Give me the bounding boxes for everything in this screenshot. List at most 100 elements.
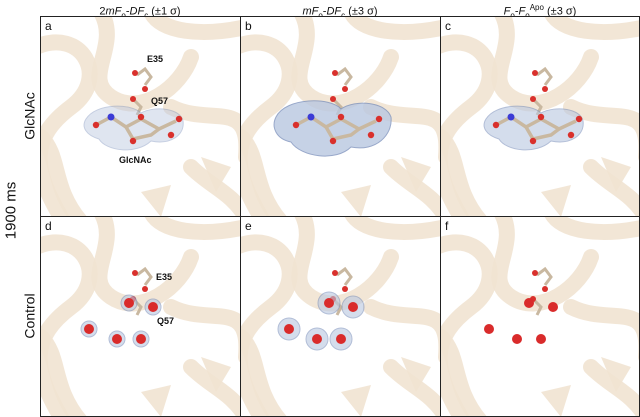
oxygen-atom [342,286,348,292]
protein-ribbon [291,17,399,112]
beta-strand-arrow [541,185,571,216]
oxygen-atom [530,96,536,102]
water-molecule [124,298,134,308]
residue-q57 [531,297,543,316]
beta-strand-arrow [341,185,371,216]
oxygen-atom [142,86,148,92]
oxygen-atom [129,137,137,145]
oxygen-atom [542,286,548,292]
protein-ribbon [363,299,440,363]
residue-e35 [336,266,353,286]
beta-strand-arrow [541,385,571,416]
oxygen-atom [575,115,583,123]
oxygen-atom [132,270,138,276]
panel-letter: f [445,219,449,233]
beta-strand-arrow [401,157,431,192]
panel-c: c [440,16,640,217]
oxygen-atom [537,113,545,121]
beta-strand-arrow [601,357,631,392]
residue-e35 [336,66,353,86]
protein-ribbon [491,217,599,312]
beta-strand-arrow [341,385,371,416]
nitrogen-atom [507,113,515,121]
water-molecule [84,324,94,334]
oxygen-atom [137,113,145,121]
residue-e35 [136,266,153,286]
protein-ribbon [241,34,298,216]
electron-density [273,100,392,157]
water-molecule [536,334,546,344]
protein-ribbon [344,17,440,40]
protein-ribbon [144,217,240,240]
water-molecule [348,302,358,312]
protein-ribbon [241,129,287,216]
beta-strand-arrow [201,357,231,392]
oxygen-atom [532,270,538,276]
label-q57: Q57 [157,316,175,326]
oxygen-atom [337,113,345,121]
protein-ribbon [144,17,240,40]
protein-ribbon [441,234,498,416]
panel-d: d E35 Q57 [40,216,241,417]
residue-q57 [131,97,143,116]
protein-ribbon [183,159,240,216]
water-molecule [524,298,534,308]
ligand-ring [324,126,361,141]
protein-ribbon [91,17,199,112]
oxygen-atom [532,70,538,76]
row-label-control: Control [22,293,39,339]
protein-ribbon [183,359,240,416]
oxygen-atom [330,96,336,102]
panel-e: e [240,216,441,417]
water-molecule [284,324,294,334]
protein-ribbon [41,34,98,216]
panel-letter: a [45,19,52,33]
protein-ribbon [241,234,298,416]
panel-c-structure [441,17,639,216]
protein-ribbon [441,34,498,216]
row-label-glcnac: GlcNAc [22,92,39,140]
label-e35: E35 [156,272,173,282]
protein-ribbon [563,99,639,161]
panel-a-structure [41,17,240,216]
panel-b-structure [241,17,440,216]
panel-e-structure [241,217,440,416]
panel-letter: e [245,219,252,233]
oxygen-atom [529,137,537,145]
oxygen-atom [332,70,338,76]
beta-strand-arrow [141,185,171,216]
water-molecule [136,334,146,344]
water-molecule [336,334,346,344]
protein-ribbon [583,159,639,216]
protein-ribbon [383,359,440,416]
protein-ribbon [41,129,87,216]
oxygen-atom [167,131,175,139]
beta-strand-arrow [401,357,431,392]
residue-e35 [136,66,153,86]
protein-ribbon [163,99,240,163]
panel-letter: d [45,219,52,233]
protein-ribbon [41,234,98,416]
water-molecule [484,324,494,334]
panel-f-structure [441,217,639,416]
protein-ribbon [241,329,287,416]
oxygen-atom [332,270,338,276]
protein-ribbon [383,159,440,216]
water-molecule [312,334,322,344]
oxygen-atom [92,121,100,129]
oxygen-atom [542,86,548,92]
nitrogen-atom [307,113,315,121]
label-glcnac: GlcNAc [119,155,152,165]
panel-b: b [240,16,441,217]
residue-e35 [536,66,553,86]
oxygen-atom [292,121,300,129]
nitrogen-atom [107,113,115,121]
oxygen-atom [567,131,575,139]
water-molecule [324,298,334,308]
oxygen-atom [132,70,138,76]
water-molecule [112,334,122,344]
oxygen-atom [342,86,348,92]
protein-ribbon [544,17,639,40]
panel-a: a E35 Q57 GlcNAc [40,16,241,217]
oxygen-atom [367,131,375,139]
